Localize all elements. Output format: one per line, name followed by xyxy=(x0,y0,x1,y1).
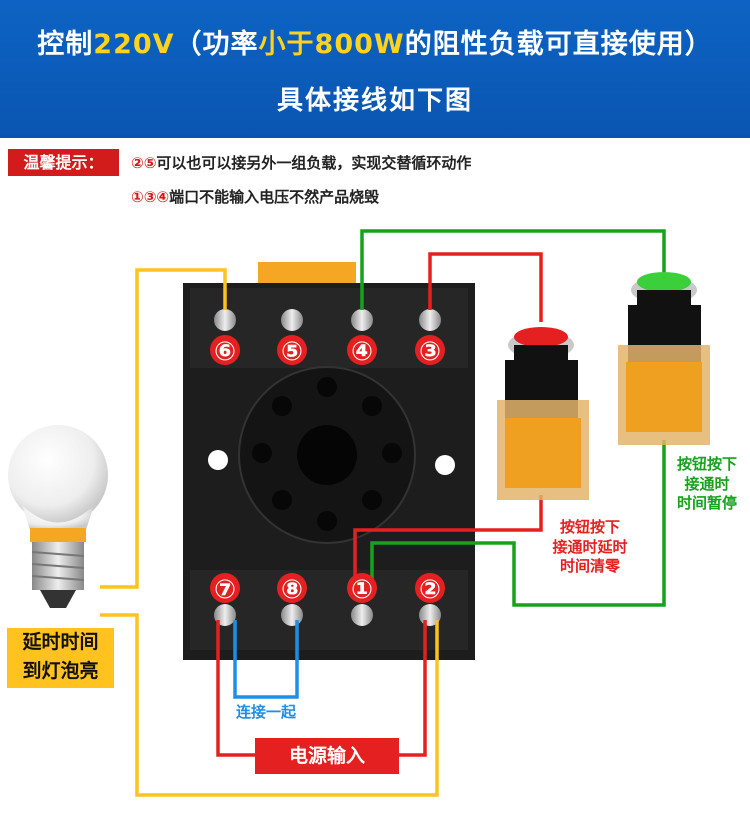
header-banner: 控制220V（功率小于800W的阻性负载可直接使用） 具体接线如下图 xyxy=(0,0,750,138)
terminal-3-label: ③ xyxy=(419,337,441,367)
wire-red-top xyxy=(428,252,543,322)
header-title-line2: 具体接线如下图 xyxy=(276,86,473,116)
power-input-label: 电源输入 xyxy=(255,738,399,774)
green-button-note: 按钮按下 接通时 时间暂停 xyxy=(676,455,737,512)
wire-yellow-top xyxy=(100,268,227,589)
connect-together-label: 连接一起 xyxy=(235,703,296,721)
terminal-1-label: ① xyxy=(351,575,373,605)
tip-line-1: ②⑤可以也可以接另外一组负载，实现交替循环动作 xyxy=(131,154,472,172)
terminal-8-label: ⑧ xyxy=(281,575,303,605)
wire-green-top xyxy=(360,229,666,310)
wire-power-left xyxy=(216,620,255,757)
terminal-2-label: ② xyxy=(419,575,441,605)
tip-line-2: ①③④端口不能输入电压不然产品烧毁 xyxy=(131,188,380,206)
terminal-4-label: ④ xyxy=(351,337,373,367)
wire-green-bottom xyxy=(370,440,666,607)
terminal-numbers: ⑥ ⑤ ④ ③ ⑦ ⑧ ① ② xyxy=(210,335,445,605)
relay-socket-base xyxy=(183,262,475,660)
tip-label: 温馨提示： xyxy=(8,149,119,176)
header-title-line1: 控制220V（功率小于800W的阻性负载可直接使用） xyxy=(37,29,713,60)
green-push-button xyxy=(618,272,710,445)
terminal-5-label: ⑤ xyxy=(281,337,303,367)
terminal-6-label: ⑥ xyxy=(214,337,236,367)
bulb-note: 延时时间 到灯泡亮 xyxy=(7,628,114,688)
terminal-7-label: ⑦ xyxy=(214,575,236,605)
wire-blue-link xyxy=(233,620,299,699)
red-push-button xyxy=(497,327,589,500)
wire-yellow-bottom xyxy=(100,613,439,797)
wire-power-right xyxy=(399,620,427,757)
red-button-note: 按钮按下 接通时延时 时间清零 xyxy=(552,518,628,575)
wire-red-bottom xyxy=(353,495,543,590)
light-bulb-icon xyxy=(8,425,108,608)
